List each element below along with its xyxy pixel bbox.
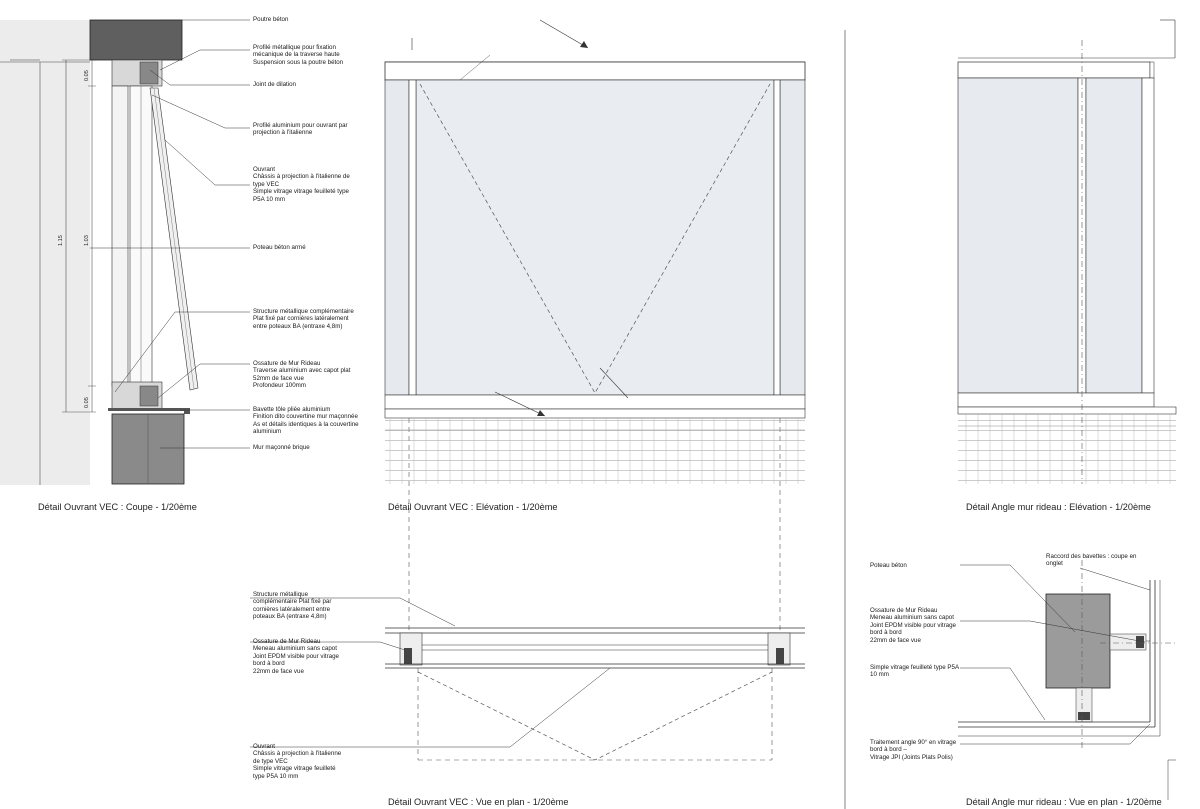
label-poteau-beton-arme: Poteau béton armé <box>253 244 306 251</box>
label-joint-dilation: Joint de dilation <box>253 81 296 88</box>
caption-section: Détail Ouvrant VEC : Coupe - 1/20ème <box>38 502 197 512</box>
corner-label-simple-vitrage: Simple vitrage feuilleté type P5A 10 mm <box>870 664 960 679</box>
label-ouvrant: Ouvrant Châssis à projection à l'italien… <box>253 166 350 203</box>
caption-corner-plan: Détail Angle mur rideau : Vue en plan - … <box>966 797 1162 807</box>
poutre-beton <box>89 19 183 61</box>
corner-poteau-beton <box>1045 593 1111 689</box>
dim-bottom: 0.05 <box>84 397 90 408</box>
caption-plan: Détail Ouvrant VEC : Vue en plan - 1/20è… <box>388 797 569 807</box>
caption-elevation: Détail Ouvrant VEC : Elévation - 1/20ème <box>388 502 558 512</box>
dim-total: 1.15 <box>58 235 64 246</box>
label-mur-maconne: Mur maçonné brique <box>253 444 310 451</box>
section-drawing <box>0 19 199 485</box>
caption-corner-elevation: Détail Angle mur rideau : Elévation - 1/… <box>966 502 1151 512</box>
corner-plan-drawing <box>958 560 1176 800</box>
dim-top: 0.05 <box>84 70 90 81</box>
elevation-drawing <box>384 19 806 640</box>
corner-elevation-drawing <box>957 19 1177 484</box>
plan-label-structure: Structure métallique complémentaire Plat… <box>253 591 332 621</box>
plan-drawing <box>250 597 805 761</box>
corner-label-ossature: Ossature de Mur Rideau Meneau aluminium … <box>870 607 956 644</box>
elevation-brick <box>385 418 805 484</box>
label-profile-aluminium: Profilé aluminium pour ouvrant par proje… <box>253 122 348 137</box>
plan-label-ouvrant: Ouvrant Châssis à projection à l'italien… <box>253 743 342 780</box>
corner-label-raccord: Raccord des bavettes : coupe en onglet <box>1046 553 1137 568</box>
label-ossature: Ossature de Mur Rideau Traverse aluminiu… <box>253 360 351 390</box>
label-poutre-beton: Poutre béton <box>253 16 289 23</box>
section-leaders <box>90 19 250 449</box>
corner-label-traitement: Traitement angle 90° en vitrage bord à b… <box>870 739 957 761</box>
dim-opening: 1.03 <box>84 235 90 246</box>
label-bavette: Bavette tôle pliée aluminium Finition di… <box>253 406 359 436</box>
label-profile-metallique: Profilé métallique pour fixation mécaniq… <box>253 44 344 66</box>
label-structure-metallique: Structure métallique complémentaire Plat… <box>253 308 354 330</box>
corner-label-poteau: Poteau béton <box>870 562 907 569</box>
plan-label-ossature: Ossature de Mur Rideau Meneau aluminium … <box>253 638 339 675</box>
section-wall-band <box>0 20 90 485</box>
